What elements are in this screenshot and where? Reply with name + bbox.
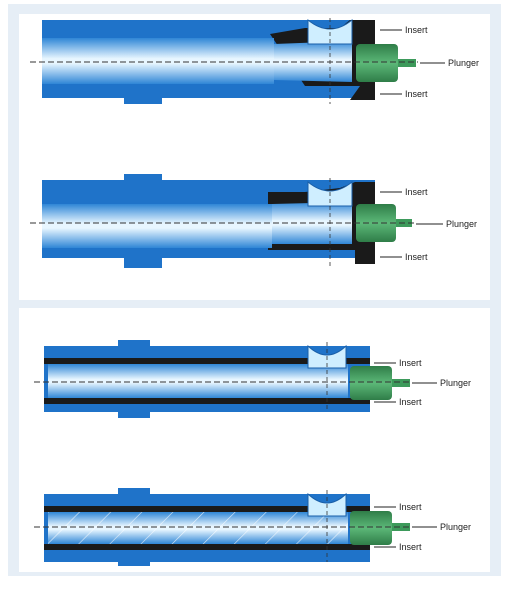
panel-d: Insert Plunger Insert [34,488,471,566]
plunger [350,366,392,400]
insert-top-label: Insert [405,187,428,197]
figure-caption [0,578,509,590]
tube-bore [48,364,348,398]
panel-b: Insert Plunger Insert [30,174,477,268]
tube-flange [124,174,162,180]
liner-bottom [44,398,370,404]
panel-c: Insert Plunger Insert [34,340,471,418]
insert-top-label: Insert [399,358,422,368]
liner-bottom [44,544,370,550]
panel-a: Insert Plunger Insert [30,18,479,104]
tube-bore [42,204,272,248]
plunger-rod [392,523,410,531]
insert-bottom-label: Insert [405,89,428,99]
insert-bottom-label: Insert [405,252,428,262]
plunger [356,44,398,82]
plunger-label: Plunger [440,522,471,532]
insert-bottom-label: Insert [399,397,422,407]
liner-top [44,358,370,364]
plunger-label: Plunger [440,378,471,388]
plunger-rod [392,379,410,387]
reinforcement-hatch [48,512,348,544]
insert-top-label: Insert [405,25,428,35]
plunger-label: Plunger [448,58,479,68]
insert-top-label: Insert [399,502,422,512]
plunger-rod [398,59,416,67]
insert-bottom-label: Insert [399,542,422,552]
plunger [350,511,392,545]
tube-bore [42,38,274,84]
plunger-label: Plunger [446,219,477,229]
liner-top [44,506,370,512]
